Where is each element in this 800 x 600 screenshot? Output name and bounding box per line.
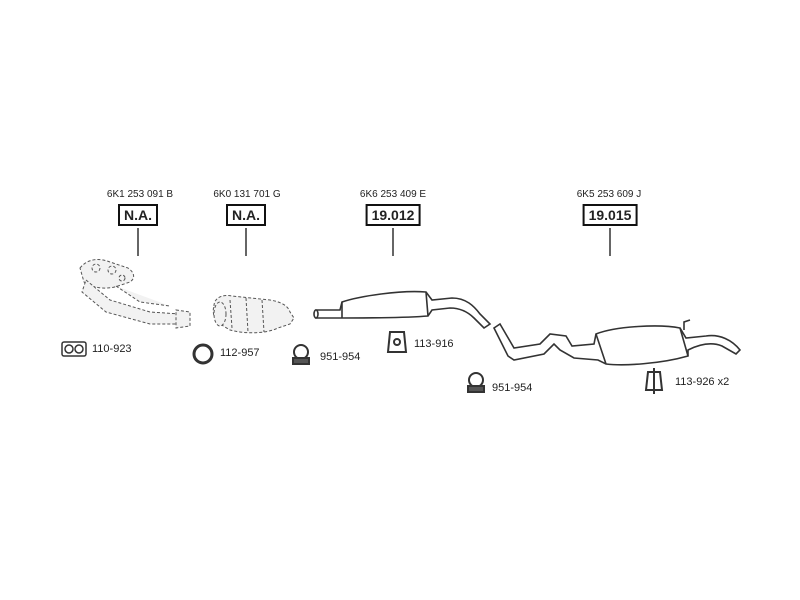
seal-ring-icon: [192, 343, 214, 365]
accessory-label-gasket[interactable]: 110-923: [92, 343, 132, 355]
middle-silencer-drawing: [313, 290, 492, 330]
gasket-icon: [61, 341, 87, 357]
clamp-icon: [292, 344, 310, 365]
accessory-label-clamp-1[interactable]: 951-954: [320, 351, 361, 363]
front-pipe-drawing: [79, 259, 191, 329]
ref-box-front-pipe[interactable]: N.A.: [118, 204, 158, 226]
accessory-label-hanger-2[interactable]: 113-926 x2: [675, 376, 730, 388]
ref-box-rear-silencer[interactable]: 19.015: [582, 204, 638, 226]
accessory-label-hanger-1[interactable]: 113-916: [414, 338, 454, 350]
catalyst-drawing: [212, 295, 295, 334]
oem-number-front-pipe: 6K1 253 091 B: [106, 189, 174, 200]
oem-number-rear-silencer: 6K5 253 609 J: [576, 189, 642, 200]
rubber-hanger-icon: [386, 331, 408, 353]
ref-box-middle-silencer[interactable]: 19.012: [365, 204, 421, 226]
ref-box-catalyst[interactable]: N.A.: [226, 204, 266, 226]
rubber-mount-icon: [644, 368, 664, 394]
accessory-label-clamp-2[interactable]: 951-954: [492, 382, 533, 394]
clamp-icon: [467, 372, 485, 393]
oem-number-middle-silencer: 6K6 253 409 E: [359, 189, 427, 200]
oem-number-catalyst: 6K0 131 701 G: [213, 189, 281, 200]
rear-silencer-drawing: [492, 319, 742, 366]
accessory-label-ring[interactable]: 112-957: [220, 347, 260, 359]
